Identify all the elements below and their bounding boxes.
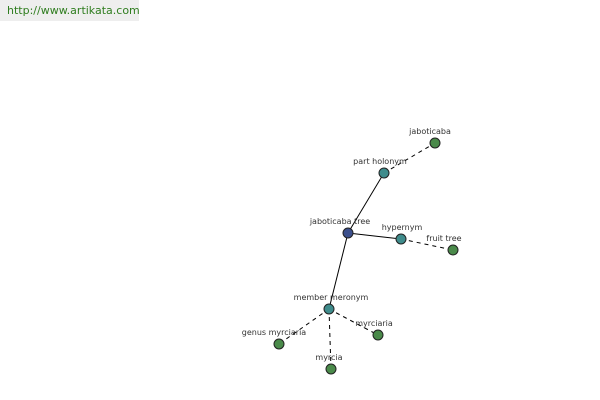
edge-jaboticaba-tree-to-hypernym (347, 232, 402, 240)
nodes-layer (273, 137, 459, 375)
edge-jaboticaba-tree-to-part-holonym (347, 172, 385, 234)
node-jaboticaba-tree[interactable] (342, 227, 354, 239)
url-link[interactable]: http://www.artikata.com (7, 4, 140, 17)
node-hypernym[interactable] (395, 233, 407, 245)
label-member-meronym[interactable]: member meronym (294, 293, 369, 302)
edge-member-meronym-to-myrcia (328, 308, 332, 370)
node-member-meronym[interactable] (323, 303, 335, 315)
label-jaboticaba[interactable]: jaboticaba (408, 127, 451, 136)
label-myrciaria[interactable]: myrciaria (355, 319, 393, 328)
edge-member-meronym-to-myrciaria (328, 308, 379, 336)
edge-member-meronym-to-genus-myrciaria (278, 308, 330, 345)
node-part-holonym[interactable] (378, 167, 390, 179)
label-part-holonym[interactable]: part holonym (353, 157, 407, 166)
edge-part-holonym-to-jaboticaba (383, 142, 436, 174)
edge-jaboticaba-tree-to-member-meronym (328, 232, 349, 310)
node-myrciaria[interactable] (372, 329, 384, 341)
node-genus-myrciaria[interactable] (273, 338, 285, 350)
node-fruit-tree[interactable] (447, 244, 459, 256)
url-banner[interactable]: http://www.artikata.com (0, 0, 140, 21)
labels-layer: jaboticaba tree part holonym hypernym membe… (242, 127, 462, 362)
label-fruit-tree[interactable]: fruit tree (426, 234, 461, 243)
label-hypernym[interactable]: hypernym (382, 223, 423, 232)
label-jaboticaba-tree[interactable]: jaboticaba tree (309, 217, 370, 226)
edges-layer (278, 142, 454, 370)
node-jaboticaba[interactable] (429, 137, 441, 149)
label-myrcia[interactable]: myrcia (315, 353, 342, 362)
label-genus-myrciaria[interactable]: genus myrciaria (242, 328, 307, 337)
edge-hypernym-to-fruit-tree (400, 238, 454, 251)
node-myrcia[interactable] (325, 363, 337, 375)
